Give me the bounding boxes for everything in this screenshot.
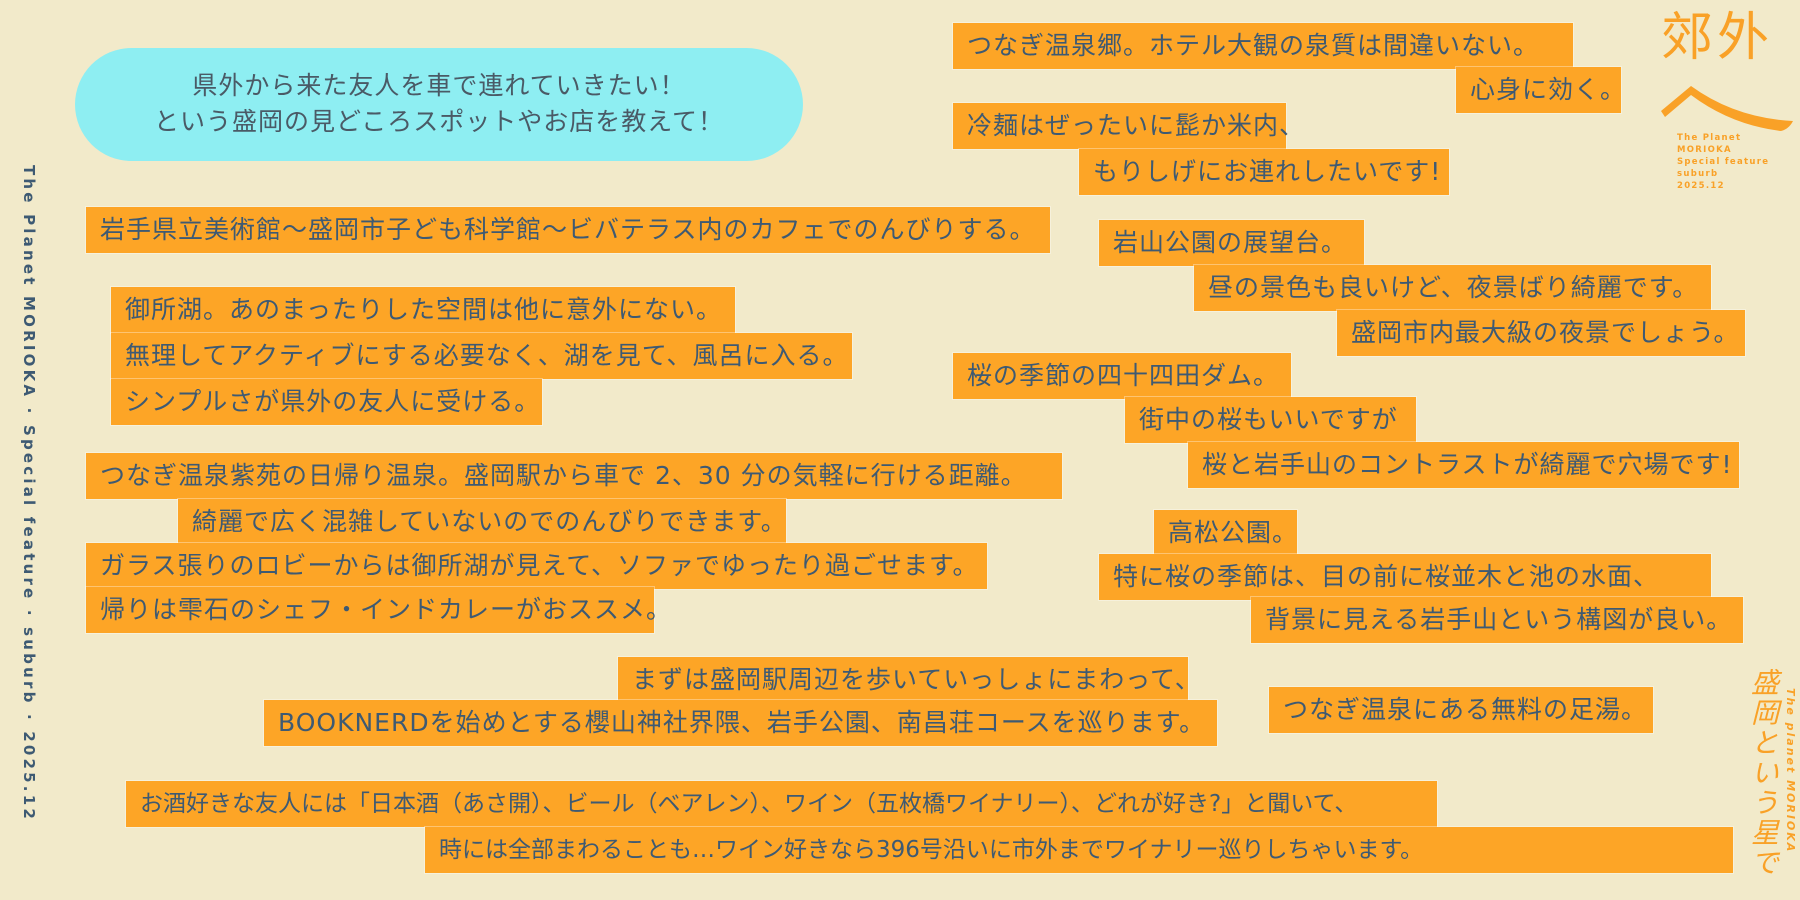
answer-line: つなぎ温泉にある無料の足湯。	[1269, 687, 1653, 733]
answer-line: シンプルさが県外の友人に受ける。	[111, 379, 542, 425]
question-line: 県外から来た友人を車で連れていきたい！	[192, 71, 686, 100]
answer-line: 無理してアクティブにする必要なく、湖を見て、風呂に入る。	[111, 333, 852, 379]
answer-line: 綺麗で広く混雑していないのでのんびりできます。	[178, 499, 786, 545]
answer-line: 御所湖。あのまったりした空間は他に意外にない。	[111, 287, 735, 333]
answer-line: 街中の桜もいいですが	[1125, 397, 1416, 443]
answer-line: お酒好きな友人には「日本酒（あさ開）、ビール（ベアレン）、ワイン（五枚橋ワイナリ…	[126, 781, 1437, 827]
answer-line: 盛岡市内最大級の夜景でしょう。	[1337, 310, 1745, 356]
answer-line: まずは盛岡駅周辺を歩いていっしょにまわって、	[618, 657, 1200, 703]
answer-line: 高松公園。	[1154, 510, 1297, 556]
answer-line: 桜の季節の四十四田ダム。	[953, 353, 1291, 399]
side-caption-text: The Planet MORIOKA · Special feature · s…	[20, 165, 38, 822]
answer-line: 特に桜の季節は、目の前に桜並木と池の水面、	[1099, 554, 1711, 600]
logo-title: 郊外	[1661, 8, 1774, 68]
answer-line: つなぎ温泉郷。ホテル大観の泉質は間違いない。	[953, 23, 1573, 69]
handwritten-decoration: 盛岡という星で The planet MORIOKA	[1745, 668, 1800, 894]
answer-line: 桜と岩手山のコントラストが綺麗で穴場です!	[1188, 442, 1739, 488]
answer-line: もりしげにお連れしたいです!	[1079, 149, 1449, 195]
answer-line: 時には全部まわることも…ワイン好きなら396号沿いに市外までワイナリー巡りしちゃ…	[425, 827, 1733, 873]
answer-line: 岩手県立美術館〜盛岡市子ども科学館〜ビバテラス内のカフェでのんびりする。	[86, 207, 1050, 253]
question-bubble: 県外から来た友人を車で連れていきたい！ という盛岡の見どころスポットやお店を教え…	[75, 48, 803, 161]
logo-caption: The Planet MORIOKA Special feature subur…	[1677, 132, 1795, 192]
logo-caption-line: Special feature	[1677, 157, 1770, 167]
answer-line: 昼の景色も良いけど、夜景ばり綺麗です。	[1194, 265, 1711, 311]
logo-caption-line: suburb	[1677, 169, 1719, 179]
answer-line: ガラス張りのロビーからは御所湖が見えて、ソファでゆったり過ごせます。	[86, 543, 987, 589]
logo-caption-line: 2025.12	[1677, 181, 1725, 191]
handwritten-subtitle: The planet MORIOKA	[1784, 688, 1797, 854]
answer-line: 冷麺はぜったいに髭か米内、	[953, 103, 1304, 149]
side-caption: The Planet MORIOKA · Special feature · s…	[8, 165, 38, 822]
answer-line: 心身に効く。	[1456, 67, 1625, 113]
answer-line: BOOKNERDを始めとする櫻山神社界隈、岩手公園、南昌荘コースを巡ります。	[264, 700, 1217, 746]
handwritten-title: 盛岡という星で	[1747, 668, 1780, 878]
question-line: という盛岡の見どころスポットやお店を教えて！	[153, 107, 724, 136]
answer-line: 岩山公園の展望台。	[1099, 220, 1364, 266]
logo-arc-icon	[1661, 86, 1793, 131]
answer-line: つなぎ温泉紫苑の日帰り温泉。盛岡駅から車で 2、30 分の気軽に行ける距離。	[86, 453, 1062, 499]
answer-line: 背景に見える岩手山という構図が良い。	[1251, 597, 1743, 643]
logo-caption-line: The Planet MORIOKA	[1677, 133, 1742, 155]
answer-line: 帰りは雫石のシェフ・インドカレーがおススメ。	[86, 587, 671, 633]
section-logo: 郊外 The Planet MORIOKA Special feature su…	[1655, 8, 1795, 191]
